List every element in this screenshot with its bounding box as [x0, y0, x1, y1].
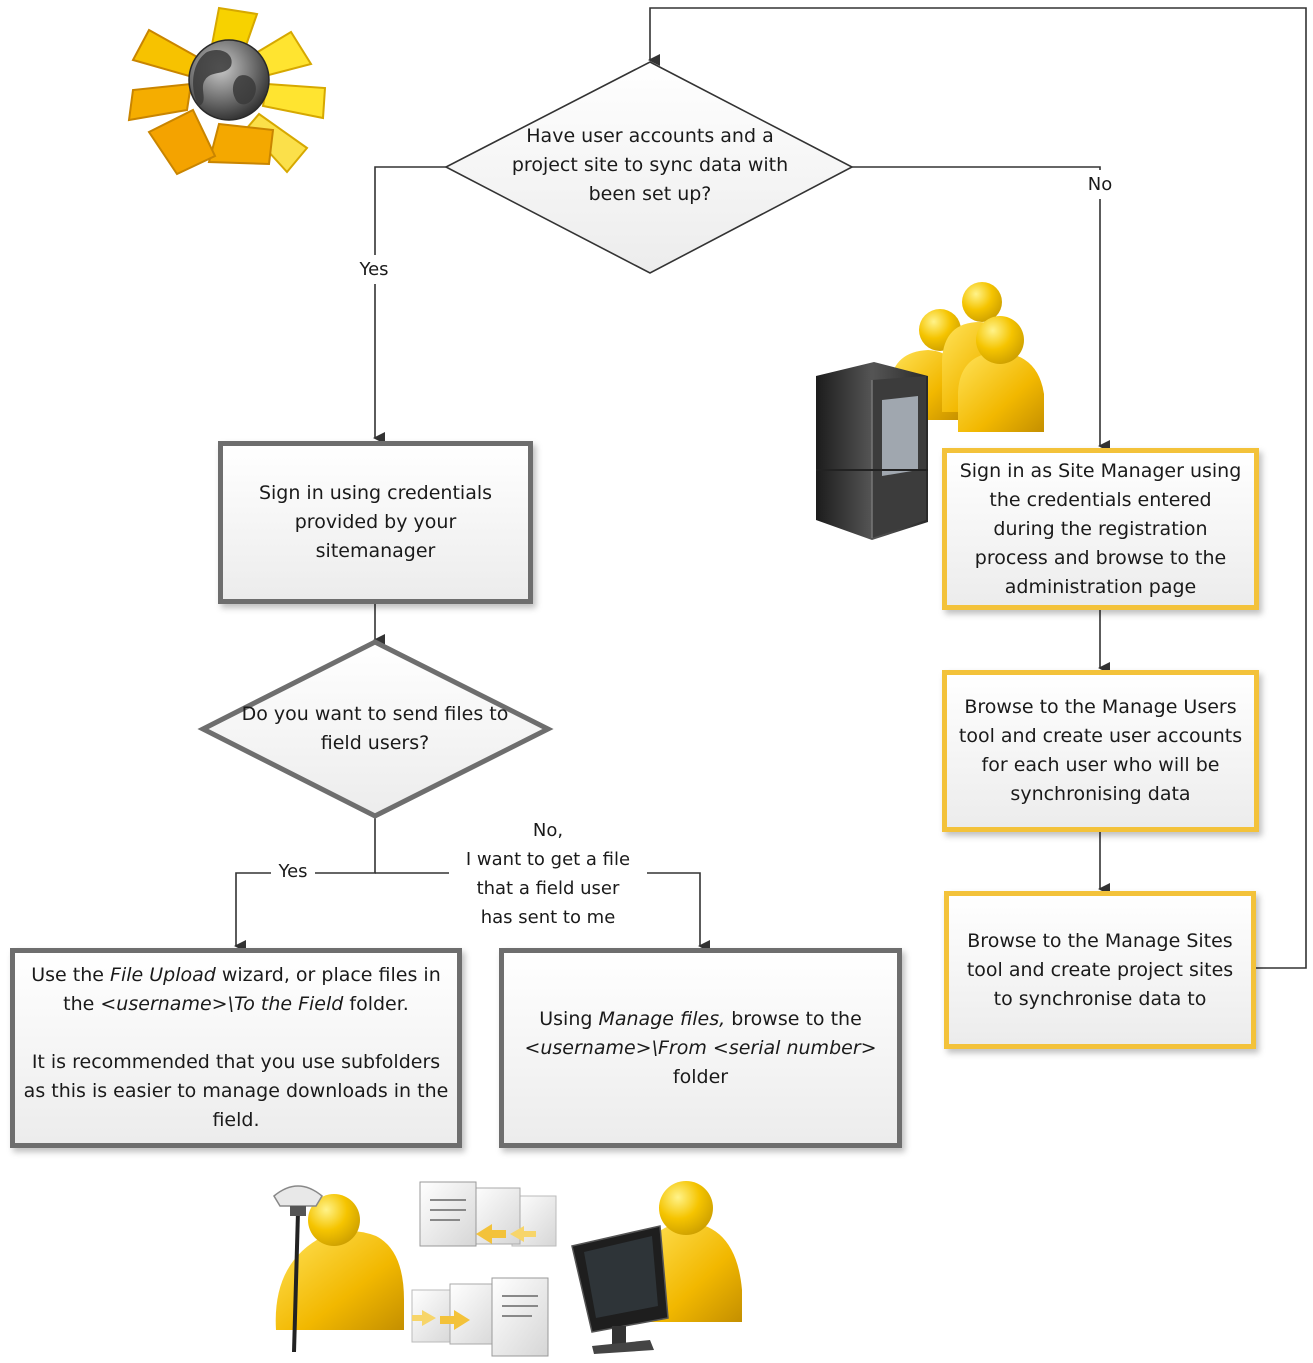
no-label: No: [1080, 170, 1120, 199]
send-no-label-line4: has sent to me: [480, 907, 616, 928]
yes-connector: [373, 166, 446, 444]
send-no-label-line1: No,: [532, 820, 564, 841]
manage-files-text-a: Using: [539, 1007, 599, 1030]
manage-files-text-e: folder: [672, 1065, 729, 1088]
file-upload-text-c: wizard, or place files in the: [63, 964, 441, 1015]
globe-arrows-icon: [127, 6, 327, 176]
decision-accounts-diamond: [444, 61, 854, 274]
file-stack-bottom: [411, 1277, 549, 1357]
file-upload-text-a: Use the: [31, 964, 111, 986]
manage-sites-box: Browse to the Manage Sites tool and crea…: [944, 891, 1256, 1049]
decision-send-text: Do you want to send files to field users…: [241, 703, 509, 754]
yes-label: Yes: [352, 255, 396, 284]
send-yes-label: Yes: [271, 857, 315, 886]
manage-files-tool-name: Manage files,: [598, 1007, 726, 1030]
users-group: [890, 282, 1044, 432]
file-upload-paragraph-1: Use the File Upload wizard, or place fil…: [23, 961, 449, 1019]
from-serial-folder-path: <username>\From <serial number>: [524, 1036, 877, 1059]
loop-back-connector: [648, 7, 1307, 969]
to-the-field-folder-path: <username>\To the Field: [100, 993, 344, 1015]
send-no-label-line2: I want to get a file: [465, 849, 631, 870]
file-upload-text-e: folder.: [343, 993, 409, 1015]
field-user-rover-icon: [273, 1185, 404, 1353]
decision-accounts-text: Have user accounts and a project site to…: [511, 125, 789, 205]
server-tower: [816, 362, 928, 540]
manage-users-box: Browse to the Manage Users tool and crea…: [942, 670, 1259, 832]
site-manager-signin-text: Sign in as Site Manager using the creden…: [959, 459, 1242, 598]
file-transfer-icon: [411, 1181, 557, 1357]
server-users-icon: [816, 282, 1044, 540]
file-stack-top: [419, 1181, 557, 1247]
site-manager-signin-box: Sign in as Site Manager using the creden…: [942, 448, 1259, 610]
manage-files-box: Using Manage files, browse to the <usern…: [499, 948, 902, 1148]
no-connector: [852, 166, 1110, 452]
decision-send-diamond: [197, 639, 554, 819]
office-user-computer-icon: [571, 1181, 742, 1354]
manage-files-paragraph: Using Manage files, browse to the <usern…: [514, 1005, 887, 1092]
manage-users-text: Browse to the Manage Users tool and crea…: [958, 696, 1243, 805]
send-no-label: No, I want to get a file that a field us…: [449, 816, 647, 932]
signin-credentials-text: Sign in using credentials provided by yo…: [258, 482, 493, 562]
file-upload-wizard-name: File Upload: [110, 964, 216, 986]
globe-arrow-petals: [127, 6, 327, 176]
manage-sites-text: Browse to the Manage Sites tool and crea…: [966, 929, 1234, 1010]
manage-files-text-c: browse to the: [725, 1007, 862, 1030]
file-upload-paragraph-2: It is recommended that you use subfolder…: [23, 1051, 449, 1131]
send-no-label-line3: that a field user: [476, 878, 620, 899]
signin-credentials-box: Sign in using credentials provided by yo…: [218, 441, 533, 604]
file-upload-box: Use the File Upload wizard, or place fil…: [10, 948, 462, 1148]
